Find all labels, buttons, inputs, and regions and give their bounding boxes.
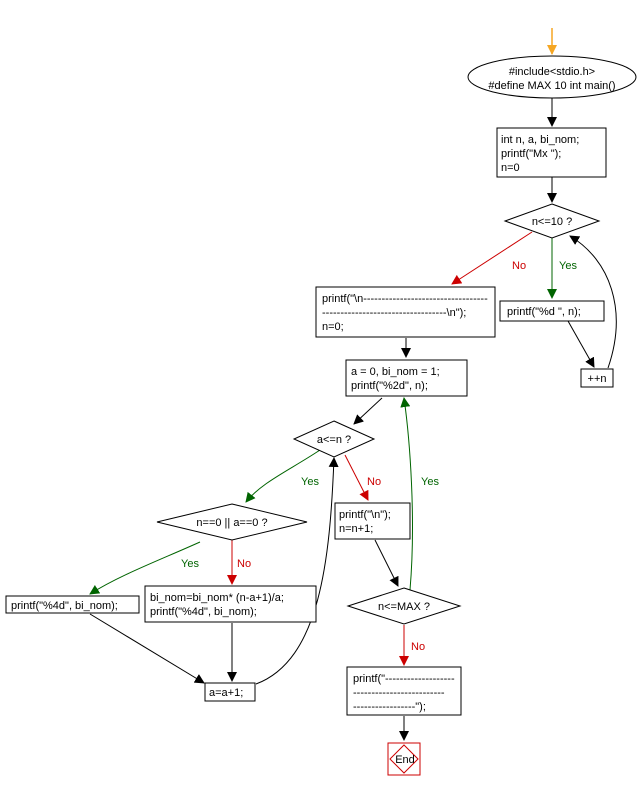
svg-text:printf("%d ", n);: printf("%d ", n); [507,306,581,318]
no-label: No [411,641,425,653]
edge-printd-inc [567,320,595,368]
svg-text:n=0;: n=0; [322,321,344,333]
svg-text:-------------------------: ------------------------- [353,687,445,699]
decision-zero-check: n==0 || a==0 ? [156,503,308,541]
svg-text:bi_nom=bi_nom* (n-a+1)/a;: bi_nom=bi_nom* (n-a+1)/a; [150,592,284,604]
print-end-process: printf("------------------- ------------… [346,666,462,716]
svg-text:------------------------------: ----------------------------------\n"); [322,307,466,319]
svg-text:-----------------");: -----------------"); [353,701,426,713]
svg-text:n=0: n=0 [501,162,520,174]
print-header-process: printf("%d ", n); [499,300,605,322]
decision-a-le-n: a<=n ? [292,420,376,458]
svg-text:++n: ++n [588,373,607,385]
init-process: int n, a, bi_nom; printf("Mx "); n=0 [496,127,607,178]
edge-conda-yes [245,449,321,503]
print-one-process: printf("%4d", bi_nom); [5,595,140,614]
yes-label: Yes [181,558,199,570]
set-a-process: a = 0, bi_nom = 1; printf("%2d", n); [345,359,468,397]
svg-text:a<=n ?: a<=n ? [317,434,351,446]
svg-text:a = 0, bi_nom = 1;: a = 0, bi_nom = 1; [351,366,440,378]
no-label: No [367,476,381,488]
svg-text:n<=MAX ?: n<=MAX ? [378,601,430,613]
start-node: #include<stdio.h> #define MAX 10 int mai… [467,55,637,99]
edge-one-inca [89,613,205,684]
svg-text:printf("-------------------: printf("------------------- [353,673,455,685]
svg-text:a=a+1;: a=a+1; [209,687,243,699]
decision-n-le-max: n<=MAX ? [346,587,462,625]
edge-seta-conda [353,397,383,425]
increment-a-process: a=a+1; [204,682,256,702]
decision-n-le-10: n<=10 ? [503,203,601,239]
edge-condmax-yes [400,397,413,591]
svg-text:#include<stdio.h>: #include<stdio.h> [509,66,595,78]
svg-text:printf("Mx ");: printf("Mx "); [501,148,561,160]
edge-zero-yes [89,541,201,595]
svg-text:printf("%2d", n);: printf("%2d", n); [351,380,428,392]
yes-label: Yes [301,476,319,488]
print-separator-process: printf("\n------------------------------… [315,286,496,338]
svg-text:n==0 || a==0 ?: n==0 || a==0 ? [196,517,267,529]
edge-conda-no [344,454,369,501]
svg-text:n=n+1;: n=n+1; [339,523,373,535]
yes-label: Yes [421,476,439,488]
newline-process: printf("\n"); n=n+1; [334,502,411,540]
no-label: No [512,260,526,272]
yes-label: Yes [559,260,577,272]
svg-text:End: End [395,754,415,766]
svg-text:printf("\n");: printf("\n"); [339,509,391,521]
calc-binom-process: bi_nom=bi_nom* (n-a+1)/a; printf("%4d", … [144,585,317,623]
svg-text:printf("%4d", bi_nom);: printf("%4d", bi_nom); [150,606,257,618]
no-label: No [237,558,251,570]
edge-labels: Yes No Yes No Yes No Yes No [181,260,577,653]
increment-n-process: ++n [580,368,614,388]
svg-text:#define MAX 10 int main(): #define MAX 10 int main() [488,80,615,92]
edge-inc-loop [569,235,617,369]
edges [89,28,617,741]
svg-text:printf("%4d", bi_nom);: printf("%4d", bi_nom); [11,600,118,612]
svg-text:printf("\n--------------------: printf("\n------------------------------… [322,293,488,305]
edge-cond-no [451,231,533,285]
end-node: End [387,742,421,776]
svg-text:n<=10 ?: n<=10 ? [532,216,572,228]
edge-inca-loop [255,457,339,685]
edge-newline-condmax [374,539,399,587]
svg-text:int n, a, bi_nom;: int n, a, bi_nom; [501,134,579,146]
